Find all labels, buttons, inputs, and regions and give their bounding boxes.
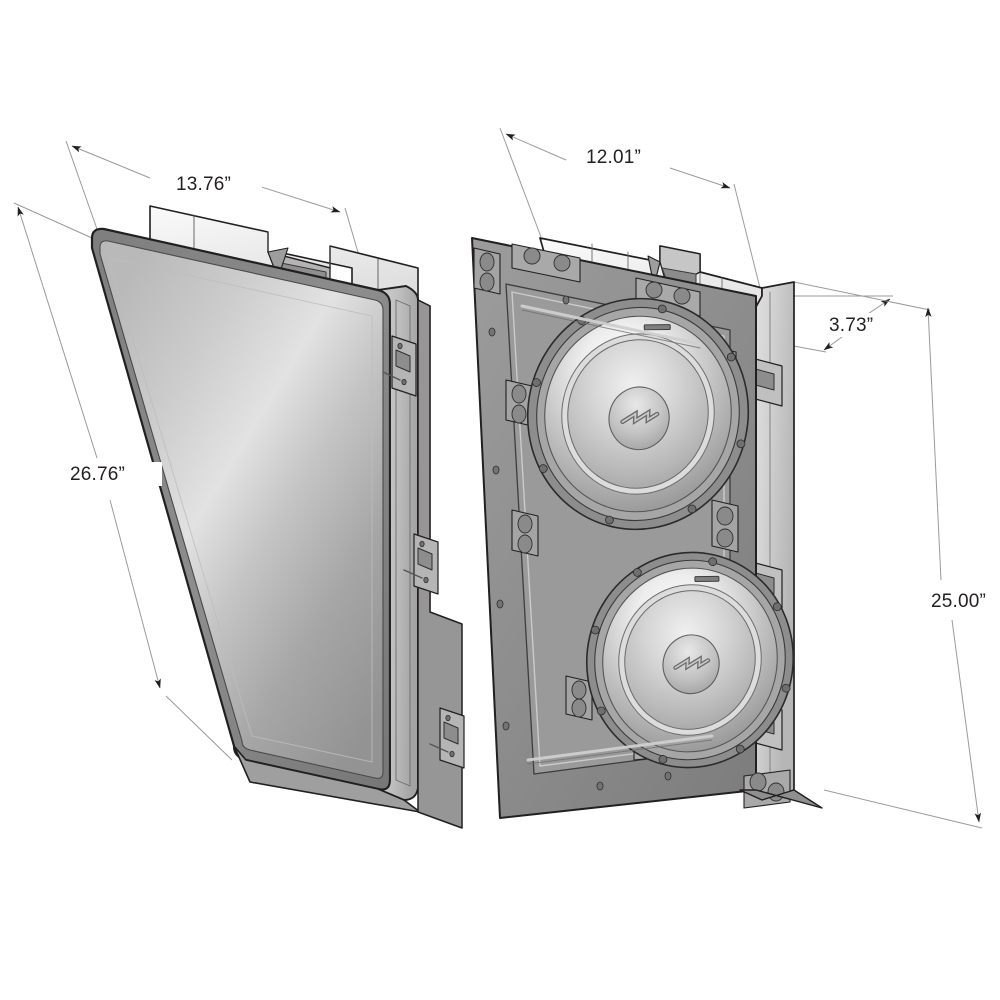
left-flange-clamp-pads — [473, 247, 593, 721]
grille-inner-bevel — [109, 257, 373, 763]
dimension-line — [925, 307, 942, 581]
dog-ear-clamp — [429, 707, 465, 769]
label-backing — [924, 589, 1000, 613]
svs-dust-cap-logo — [673, 655, 711, 671]
dimension-line — [109, 499, 161, 689]
dimension-label-baffle-height: 25.00” — [931, 591, 986, 612]
dog-ear-clamp — [382, 335, 417, 397]
clamp-pad — [505, 379, 533, 427]
rear-flange-strip — [417, 299, 463, 829]
extension-line — [65, 140, 99, 233]
lower-cone-driver — [585, 551, 795, 769]
extension-line — [823, 789, 983, 829]
label-backing — [62, 462, 162, 486]
upper-cone-driver — [526, 297, 750, 531]
dimension-label-grille-height: 26.76” — [70, 464, 125, 485]
extension-line — [499, 127, 542, 238]
dimension-label-grille-width: 13.76” — [176, 174, 231, 195]
clamp-pad — [743, 769, 791, 809]
rotating-dog-ear-clamps — [382, 335, 465, 769]
label-backing — [822, 313, 900, 337]
dimension-line — [71, 145, 151, 179]
top-block-seams — [193, 214, 379, 293]
driver-screws — [532, 304, 746, 525]
dimension-label-cabinet-depth: 3.73” — [829, 315, 873, 336]
baffle-brace-arcs — [520, 304, 714, 762]
svs-dust-cap-logo — [620, 408, 660, 425]
label-backing — [168, 172, 262, 196]
clamp-pad — [565, 675, 593, 721]
dimension-labels: 13.76” 26.76” 12.01” 3.73” 25.00” — [62, 145, 1000, 613]
grille-view-assembly — [90, 205, 465, 829]
grille-front-face — [99, 240, 384, 779]
driver-rim-label — [643, 324, 671, 331]
grille-bottom-face — [233, 745, 421, 813]
dog-ear-clamp — [403, 533, 439, 595]
dimension-label-baffle-width: 12.01” — [586, 147, 641, 168]
extension-line — [165, 695, 233, 761]
dimension-baffle-height — [793, 281, 983, 829]
dimension-line — [251, 183, 341, 213]
label-backing — [578, 145, 670, 169]
clamp-pad — [511, 243, 581, 283]
clamp-pad — [511, 509, 539, 557]
dimension-line — [951, 619, 981, 823]
driver-view-assembly — [471, 237, 823, 819]
channel-ramp — [647, 255, 661, 287]
top-flange-clamp-pads — [511, 243, 701, 317]
clamp-pad — [473, 247, 501, 295]
flange-bottom-fold — [739, 789, 823, 809]
extension-line — [793, 281, 931, 311]
driver-rim-label — [694, 575, 720, 583]
channel-ramp — [267, 247, 289, 279]
dimension-line — [17, 206, 98, 459]
extension-line — [733, 183, 763, 297]
clamp-pad — [711, 499, 739, 553]
dimension-line — [505, 133, 567, 161]
dimension-grille-height — [13, 202, 233, 761]
grille-side-seam — [395, 299, 411, 787]
clamp-pad — [635, 277, 701, 317]
extension-line — [13, 202, 93, 239]
baffle-brace-arcs-shadow — [521, 309, 713, 765]
driver-screws — [590, 557, 791, 764]
